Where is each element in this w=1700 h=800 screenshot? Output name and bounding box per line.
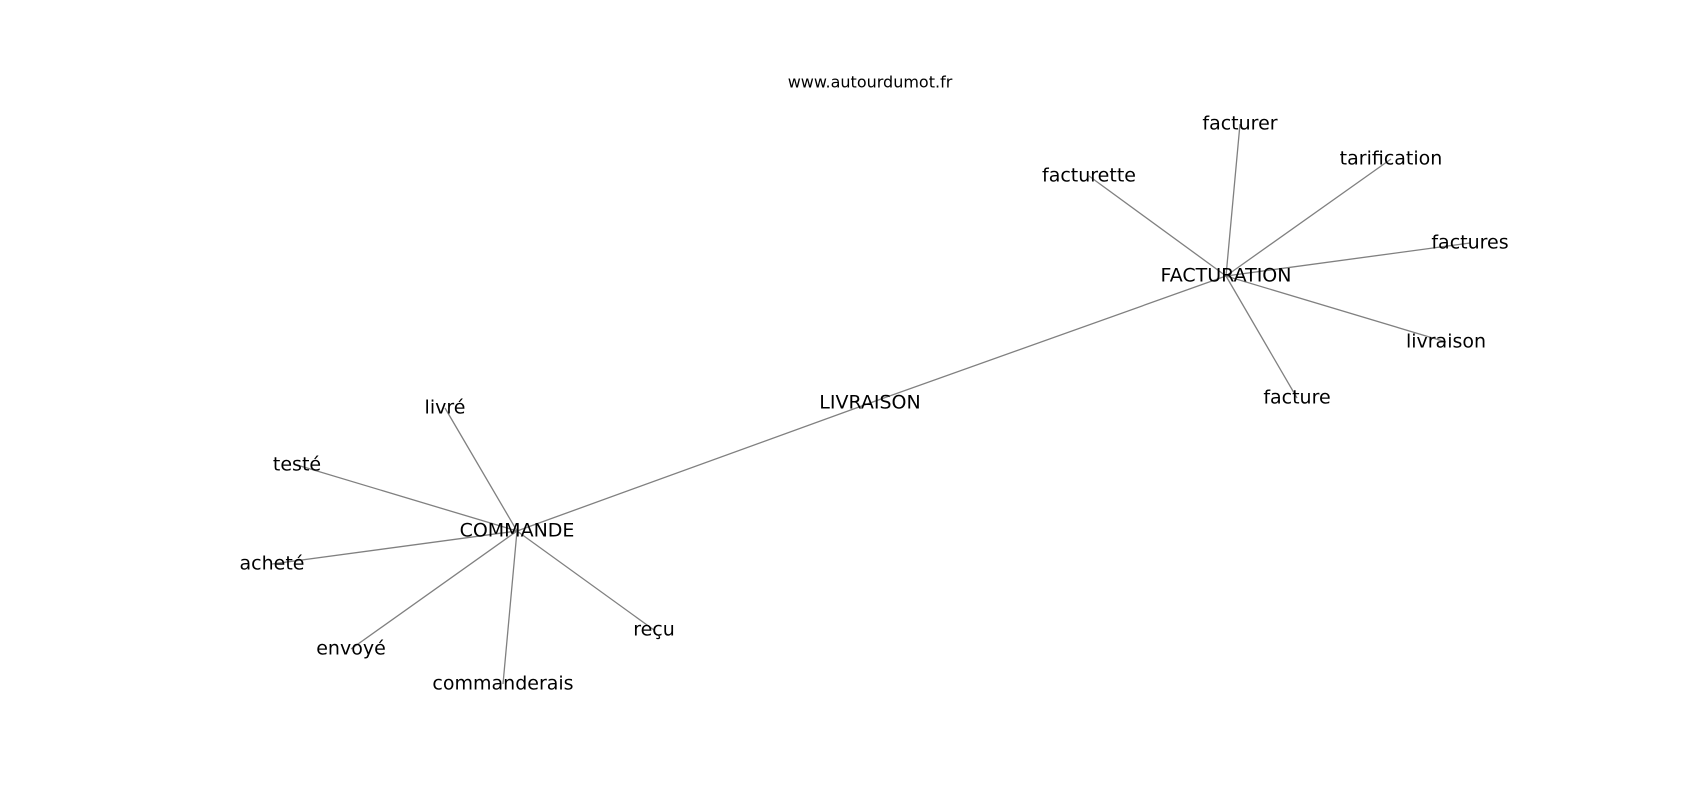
node-label-livre: livré bbox=[425, 397, 466, 419]
edge-facturation-facturer bbox=[1225, 123, 1241, 277]
node-label-achete: acheté bbox=[240, 553, 305, 575]
node-label-facturette: facturette bbox=[1042, 165, 1136, 187]
node-label-livraison_leaf: livraison bbox=[1406, 331, 1486, 353]
node-label-facturer: facturer bbox=[1202, 113, 1277, 135]
node-label-envoye: envoyé bbox=[316, 638, 386, 660]
node-label-teste: testé bbox=[273, 454, 321, 476]
edge-commande-teste bbox=[296, 464, 518, 532]
node-label-facture: facture bbox=[1263, 387, 1330, 409]
edge-commande-envoye bbox=[350, 530, 518, 650]
watermark-text: www.autourdumot.fr bbox=[788, 73, 953, 92]
node-label-facturation: FACTURATION bbox=[1161, 265, 1292, 287]
edge-livraison_center-commande bbox=[516, 402, 871, 532]
node-label-commande: COMMANDE bbox=[460, 520, 575, 542]
node-label-recu: reçu bbox=[633, 619, 675, 641]
edge-livraison_center-facturation bbox=[869, 275, 1227, 404]
edge-facturation-facture bbox=[1225, 275, 1298, 399]
node-label-commanderais: commanderais bbox=[432, 673, 573, 695]
edge-facturation-factures bbox=[1225, 242, 1471, 277]
edge-commande-recu bbox=[516, 530, 655, 631]
node-label-factures: factures bbox=[1431, 232, 1508, 254]
node-label-tarification: tarification bbox=[1340, 148, 1443, 170]
graph-node-labels: LIVRAISON FACTURATION COMMANDE facturer tari… bbox=[240, 113, 1509, 695]
edge-facturation-facturette bbox=[1088, 175, 1227, 277]
edge-facturation-tarification bbox=[1225, 158, 1392, 277]
edge-facturation-livraison_leaf bbox=[1225, 275, 1447, 343]
graph-edges bbox=[271, 123, 1471, 685]
node-label-livraison_center: LIVRAISON bbox=[819, 392, 920, 414]
edge-commande-livre bbox=[444, 407, 518, 532]
edge-commande-achete bbox=[271, 530, 518, 565]
edge-commande-commanderais bbox=[502, 530, 518, 685]
